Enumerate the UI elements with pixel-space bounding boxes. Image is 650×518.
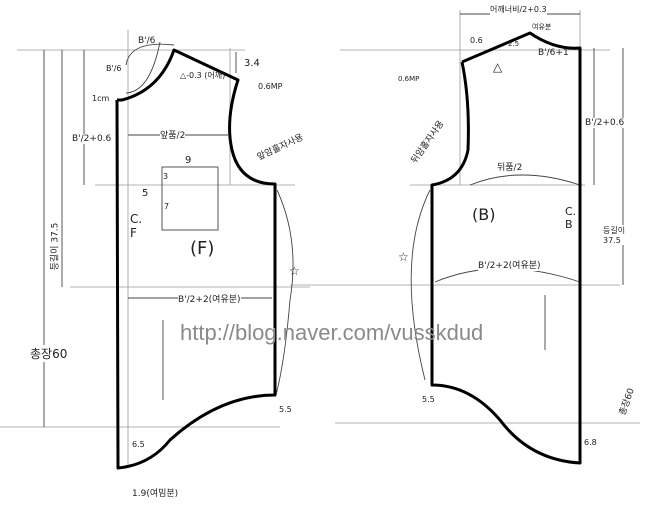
back-shoulder-mark: △: [493, 60, 503, 74]
front-label: (F): [190, 238, 215, 259]
front-pocket-top: 3: [163, 172, 169, 181]
front-side-drop: 5.5: [279, 405, 292, 414]
front-neck-offset: 1cm: [92, 94, 110, 103]
front-shoulder-drop: 3.4: [244, 58, 260, 69]
back-neck-width: B'/6+1: [538, 48, 569, 58]
front-chest-width: 앞품/2: [160, 128, 186, 141]
back-side-drop: 5.5: [422, 395, 435, 404]
front-pocket-depth: 7: [164, 202, 170, 211]
star-mark-back: ☆: [398, 250, 409, 264]
front-body-length: 등길이 37.5: [47, 222, 61, 271]
back-armhole-depth: B'/2+0.6: [585, 118, 625, 128]
back-cb-drop: 6.8: [584, 438, 597, 447]
front-shoulder-ease: 0.6MP: [258, 82, 283, 91]
front-cf-drop: 6.5: [132, 440, 145, 449]
front-hem-ease: 1.9(여밈분): [132, 489, 179, 499]
back-label: (B): [472, 205, 496, 224]
back-shoulder-width: 어깨너비/2+0.3: [490, 4, 547, 15]
front-pocket-position: 5: [142, 188, 149, 199]
front-neck-depth: B'/6: [106, 64, 122, 73]
front-center-mark: C.F: [130, 212, 143, 240]
front-shoulder-note: △-0.3 (어깨): [180, 71, 226, 80]
front-bust-width: B'/2+2(여유분): [178, 292, 241, 305]
back-neck-rise: 2.5: [508, 40, 520, 48]
front-neck-width: B'/6: [138, 36, 156, 46]
back-body-length: 등길이 37.5: [603, 225, 629, 245]
back-pattern-outline: [430, 31, 582, 465]
front-pattern-outline: [115, 48, 277, 470]
back-shoulder-ease: 0.6MP: [398, 75, 420, 83]
dimension-lines: [43, 13, 624, 427]
front-armhole-note: 앞암홀자사용: [255, 132, 306, 163]
back-total-length: 총장60: [617, 387, 637, 417]
back-armhole-note: 뒤암홀자사용: [409, 119, 447, 166]
front-armhole-depth: B'/2+0.6: [72, 134, 112, 144]
watermark: http://blog.naver.com/vusskdud: [180, 320, 484, 345]
star-mark-front: ☆: [289, 264, 300, 278]
front-total-length: 총장60: [30, 345, 68, 362]
back-bust-width: B'/2+2(여유분): [478, 258, 541, 271]
back-shoulder-ease-note: 여유분: [532, 23, 552, 31]
back-shoulder-offset: 0.6: [470, 36, 483, 45]
back-center-mark: C.B: [565, 205, 577, 231]
front-pocket-width: 9: [185, 155, 192, 166]
back-width: 뒤품/2: [497, 163, 523, 173]
